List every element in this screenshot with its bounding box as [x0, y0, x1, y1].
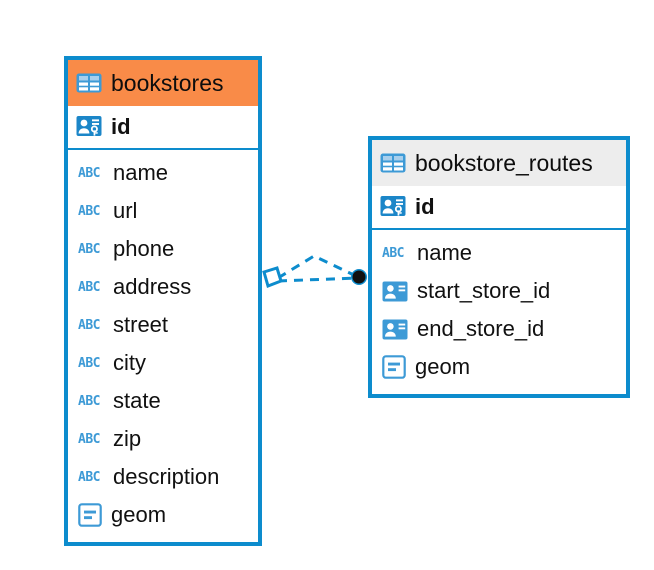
- field-label: state: [113, 388, 161, 413]
- field-row-zip[interactable]: ABC zip: [68, 420, 258, 458]
- field-row-primary-key[interactable]: id: [68, 106, 258, 150]
- field-label: end_store_id: [417, 316, 545, 341]
- field-label: address: [113, 274, 192, 299]
- entity-bookstores[interactable]: bookstores id ABC name ABC url: [64, 56, 262, 546]
- table-icon: [76, 73, 102, 93]
- primary-key-icon: [380, 196, 406, 216]
- field-row-start-store-id[interactable]: start_store_id: [372, 272, 626, 310]
- abc-icon: ABC: [382, 245, 404, 261]
- field-label: name: [417, 240, 473, 265]
- field-label: zip: [113, 426, 142, 451]
- relationship-line-upper: [277, 254, 359, 280]
- abc-icon: ABC: [78, 317, 100, 333]
- geometry-icon: [78, 503, 102, 527]
- field-row-url[interactable]: ABC url: [68, 192, 258, 230]
- entity-bookstore-routes[interactable]: bookstore_routes id ABC name: [368, 136, 630, 398]
- abc-icon: ABC: [78, 165, 100, 181]
- field-label: street: [113, 312, 169, 337]
- field-row-name[interactable]: ABC name: [68, 154, 258, 192]
- field-row-address[interactable]: ABC address: [68, 268, 258, 306]
- abc-icon: ABC: [78, 431, 100, 447]
- abc-icon: ABC: [78, 469, 100, 485]
- field-row-end-store-id[interactable]: end_store_id: [372, 310, 626, 348]
- field-label: city: [113, 350, 146, 375]
- field-label: name: [113, 160, 169, 185]
- primary-key-icon: [76, 116, 102, 136]
- relationship-target-endpoint[interactable]: [351, 269, 367, 285]
- geometry-icon: [382, 355, 406, 379]
- field-label: description: [113, 464, 220, 489]
- field-row-phone[interactable]: ABC phone: [68, 230, 258, 268]
- field-label: phone: [113, 236, 175, 261]
- table-icon: [380, 153, 406, 173]
- foreign-key-icon: [382, 281, 408, 301]
- abc-icon: ABC: [78, 355, 100, 371]
- field-row-primary-key[interactable]: id: [372, 186, 626, 230]
- field-row-state[interactable]: ABC state: [68, 382, 258, 420]
- field-row-geom[interactable]: geom: [68, 496, 258, 534]
- abc-icon: ABC: [78, 279, 100, 295]
- abc-icon: ABC: [78, 203, 100, 219]
- entity-header-bookstores[interactable]: bookstores: [68, 60, 258, 106]
- field-row-name[interactable]: ABC name: [372, 234, 626, 272]
- foreign-key-icon: [382, 319, 408, 339]
- field-label: id: [415, 194, 435, 219]
- entity-header-bookstore-routes[interactable]: bookstore_routes: [372, 140, 626, 186]
- field-list-bookstores: ABC name ABC url ABC phone ABC address A…: [68, 150, 258, 534]
- abc-icon: ABC: [78, 241, 100, 257]
- relationship-connector[interactable]: [258, 246, 370, 306]
- abc-icon: ABC: [78, 393, 100, 409]
- field-label: geom: [111, 502, 167, 527]
- field-row-city[interactable]: ABC city: [68, 344, 258, 382]
- field-label: id: [111, 114, 131, 139]
- field-row-description[interactable]: ABC description: [68, 458, 258, 496]
- field-list-bookstore-routes: ABC name start_store_id: [372, 230, 626, 386]
- field-row-street[interactable]: ABC street: [68, 306, 258, 344]
- entity-title: bookstore_routes: [415, 149, 593, 176]
- relationship-line-lower: [277, 276, 359, 283]
- entity-title: bookstores: [111, 69, 224, 96]
- field-label: url: [113, 198, 138, 223]
- field-row-geom[interactable]: geom: [372, 348, 626, 386]
- field-label: geom: [415, 354, 471, 379]
- field-label: start_store_id: [417, 278, 551, 303]
- relationship-source-endpoint[interactable]: [262, 266, 283, 288]
